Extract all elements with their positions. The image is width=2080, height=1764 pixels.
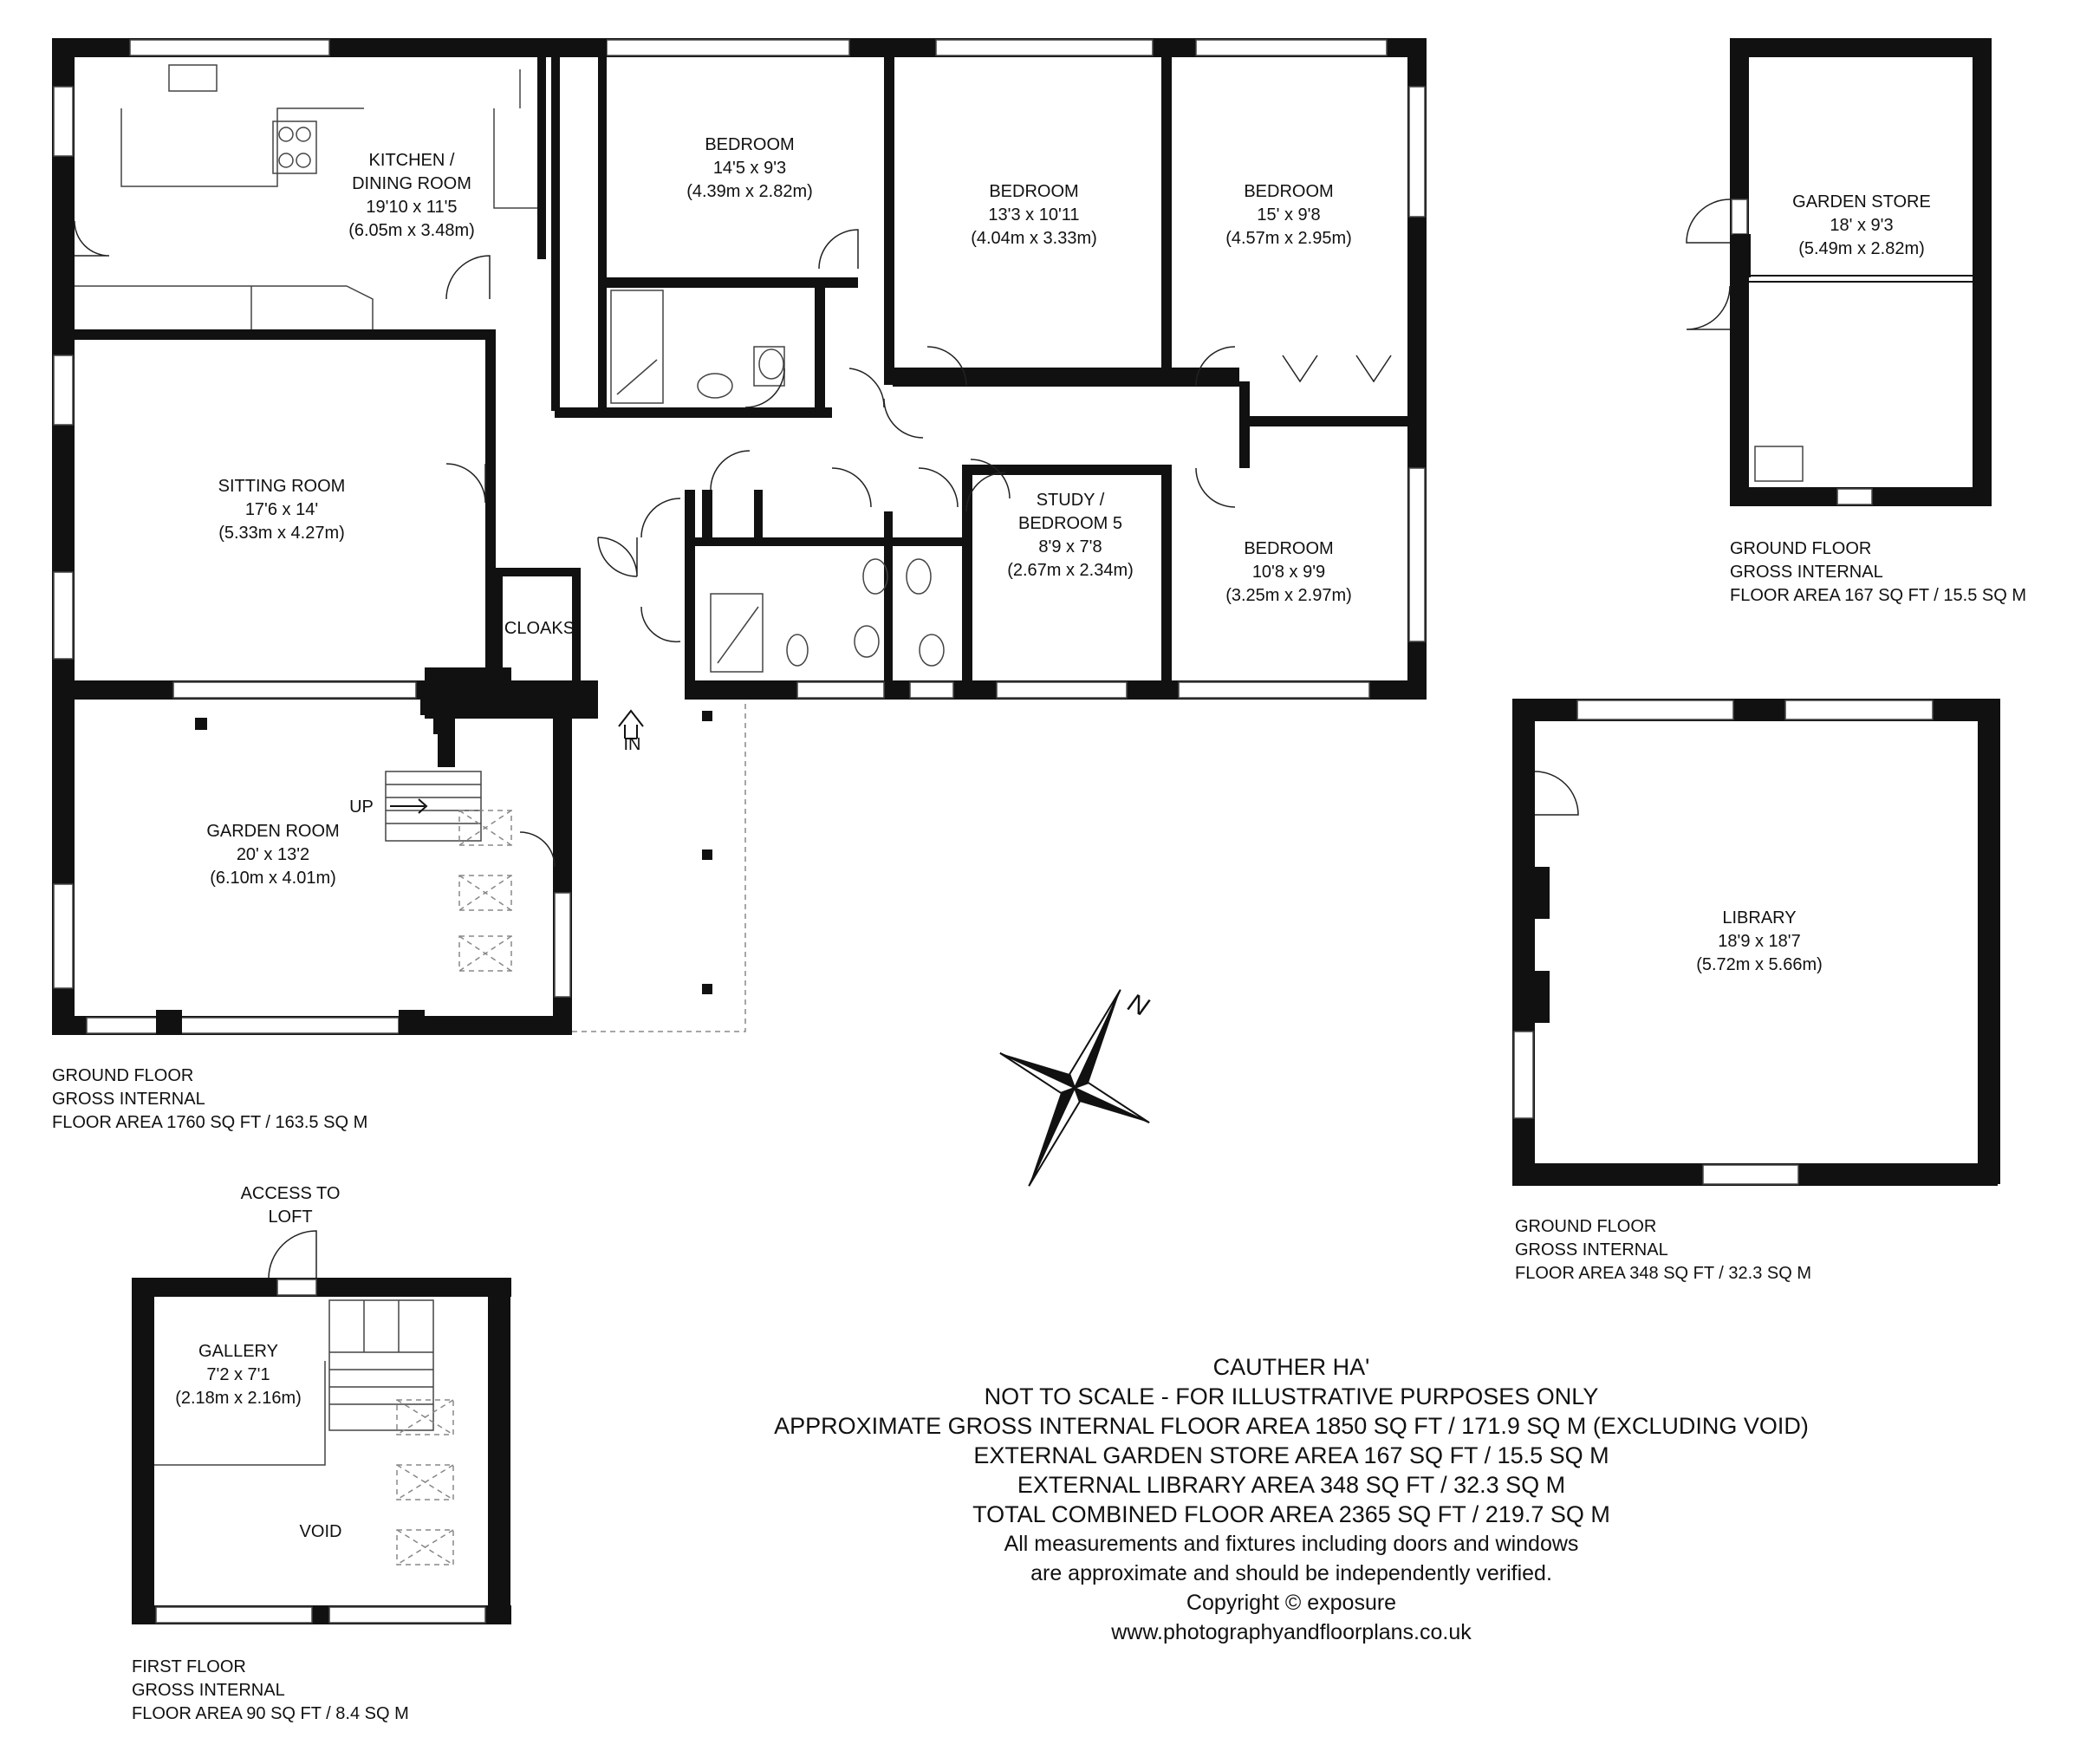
library-imperial: 18'9 x 18'7 bbox=[1718, 932, 1801, 951]
first-floor-area-caption: FIRST FLOOR GROSS INTERNAL FLOOR AREA 90… bbox=[132, 1656, 409, 1726]
library-name: LIBRARY bbox=[1722, 908, 1797, 928]
bedroom-3-label: BEDROOM 15' x 9'8 (4.57m x 2.95m) bbox=[1185, 180, 1393, 251]
bedroom-1-imperial: 14'5 x 9'3 bbox=[712, 159, 787, 178]
library-area-line-3: FLOOR AREA 348 SQ FT / 32.3 SQ M bbox=[1515, 1264, 1811, 1283]
gallery-label: GALLERY 7'2 x 7'1 (2.18m x 2.16m) bbox=[139, 1340, 338, 1410]
bedroom-3-imperial: 15' x 9'8 bbox=[1257, 205, 1321, 225]
summary-line-3: EXTERNAL GARDEN STORE AREA 167 SQ FT / 1… bbox=[973, 1442, 1609, 1468]
library-label: LIBRARY 18'9 x 18'7 (5.72m x 5.66m) bbox=[1655, 907, 1863, 977]
main-area-line-2: GROSS INTERNAL bbox=[52, 1090, 205, 1109]
bedroom-2-name: BEDROOM bbox=[989, 182, 1079, 201]
kitchen-label: KITCHEN / DINING ROOM 19'10 x 11'5 (6.05… bbox=[308, 149, 516, 243]
garden-room-features bbox=[156, 680, 746, 1034]
first-floor-area-line-3: FLOOR AREA 90 SQ FT / 8.4 SQ M bbox=[132, 1704, 409, 1723]
bedroom-1-label: BEDROOM 14'5 x 9'3 (4.39m x 2.82m) bbox=[646, 133, 854, 204]
bedroom-4-label: BEDROOM 10'8 x 9'9 (3.25m x 2.97m) bbox=[1185, 537, 1393, 608]
copyright-line: Copyright © exposure bbox=[1186, 1591, 1397, 1615]
bedroom-3-name: BEDROOM bbox=[1244, 182, 1334, 201]
summary-line-2: APPROXIMATE GROSS INTERNAL FLOOR AREA 18… bbox=[774, 1413, 1809, 1439]
garden-room-name: GARDEN ROOM bbox=[206, 822, 340, 841]
sitting-room-name: SITTING ROOM bbox=[218, 477, 346, 496]
sitting-room-imperial: 17'6 x 14' bbox=[244, 500, 319, 519]
garden-store-label: GARDEN STORE 18' x 9'3 (5.49m x 2.82m) bbox=[1758, 191, 1966, 261]
summary-line-7: are approximate and should be independen… bbox=[1030, 1561, 1552, 1585]
up-marker-text: UP bbox=[349, 797, 374, 817]
cloaks-name: CLOAKS bbox=[504, 619, 575, 638]
compass-rose bbox=[999, 989, 1150, 1187]
study-metric: (2.67m x 2.34m) bbox=[1007, 561, 1134, 580]
study-name: STUDY / bbox=[1036, 491, 1105, 510]
garden-store-imperial: 18' x 9'3 bbox=[1830, 216, 1894, 235]
garden-store-name: GARDEN STORE bbox=[1792, 192, 1931, 212]
garden-store-metric: (5.49m x 2.82m) bbox=[1798, 239, 1925, 258]
summary-block: CAUTHER HA' NOT TO SCALE - FOR ILLUSTRAT… bbox=[555, 1352, 2028, 1647]
void-name: VOID bbox=[299, 1522, 342, 1541]
first-floor-area-line-1: FIRST FLOOR bbox=[132, 1657, 246, 1676]
kitchen-fixtures bbox=[75, 64, 537, 329]
summary-line-4: EXTERNAL LIBRARY AREA 348 SQ FT / 32.3 S… bbox=[1017, 1472, 1566, 1498]
store-area-line-3: FLOOR AREA 167 SQ FT / 15.5 SQ M bbox=[1730, 586, 2026, 605]
gallery-metric: (2.18m x 2.16m) bbox=[175, 1389, 302, 1408]
loft-access-line-1: ACCESS TO bbox=[240, 1184, 341, 1203]
bedroom-2-label: BEDROOM 13'3 x 10'11 (4.04m x 3.33m) bbox=[930, 180, 1138, 251]
bedroom-2-metric: (4.04m x 3.33m) bbox=[971, 229, 1097, 248]
void-label: VOID bbox=[269, 1520, 373, 1544]
library-area-caption: GROUND FLOOR GROSS INTERNAL FLOOR AREA 3… bbox=[1515, 1215, 1811, 1286]
study-imperial: 8'9 x 7'8 bbox=[1038, 537, 1102, 557]
kitchen-name-2: DINING ROOM bbox=[352, 174, 471, 193]
gallery-imperial: 7'2 x 7'1 bbox=[206, 1365, 270, 1384]
entrance-marker: IN bbox=[617, 733, 647, 757]
property-title: CAUTHER HA' bbox=[1212, 1354, 1370, 1380]
kitchen-metric: (6.05m x 3.48m) bbox=[348, 221, 475, 240]
sitting-room-metric: (5.33m x 4.27m) bbox=[218, 524, 345, 543]
up-marker: UP bbox=[340, 796, 383, 819]
garden-room-metric: (6.10m x 4.01m) bbox=[210, 869, 336, 888]
summary-line-5: TOTAL COMBINED FLOOR AREA 2365 SQ FT / 2… bbox=[972, 1501, 1610, 1527]
entrance-arrow bbox=[618, 709, 644, 739]
entrance-marker-text: IN bbox=[623, 735, 641, 754]
first-floor-walls bbox=[132, 1230, 511, 1624]
main-area-line-1: GROUND FLOOR bbox=[52, 1066, 194, 1085]
library-area-line-2: GROSS INTERNAL bbox=[1515, 1240, 1668, 1260]
main-floor-area-caption: GROUND FLOOR GROSS INTERNAL FLOOR AREA 1… bbox=[52, 1064, 367, 1135]
bathroom-fixtures bbox=[610, 290, 945, 673]
cloaks-label: CLOAKS bbox=[494, 617, 585, 641]
garden-store-walls bbox=[1686, 38, 1992, 506]
library-metric: (5.72m x 5.66m) bbox=[1696, 955, 1823, 974]
loft-access-line-2: LOFT bbox=[268, 1207, 313, 1227]
bedroom-4-metric: (3.25m x 2.97m) bbox=[1225, 586, 1352, 605]
website-line: www.photographyandfloorplans.co.uk bbox=[1111, 1620, 1472, 1644]
first-floor-area-line-2: GROSS INTERNAL bbox=[132, 1681, 285, 1700]
gallery-name: GALLERY bbox=[198, 1342, 278, 1361]
study-label: STUDY / BEDROOM 5 8'9 x 7'8 (2.67m x 2.3… bbox=[975, 489, 1166, 583]
kitchen-imperial: 19'10 x 11'5 bbox=[366, 198, 458, 217]
sitting-room-label: SITTING ROOM 17'6 x 14' (5.33m x 4.27m) bbox=[178, 475, 386, 545]
study-name-2: BEDROOM 5 bbox=[1017, 514, 1123, 533]
kitchen-name: KITCHEN / bbox=[368, 151, 455, 170]
bedroom-2-imperial: 13'3 x 10'11 bbox=[988, 205, 1080, 225]
store-area-line-1: GROUND FLOOR bbox=[1730, 539, 1872, 558]
door-swings bbox=[74, 220, 1392, 643]
main-area-line-3: FLOOR AREA 1760 SQ FT / 163.5 SQ M bbox=[52, 1113, 368, 1132]
bedroom-3-metric: (4.57m x 2.95m) bbox=[1225, 229, 1352, 248]
garden-room-imperial: 20' x 13'2 bbox=[236, 845, 310, 864]
garden-store-area-caption: GROUND FLOOR GROSS INTERNAL FLOOR AREA 1… bbox=[1730, 537, 2026, 608]
bedroom-1-name: BEDROOM bbox=[705, 135, 795, 154]
bedroom-4-name: BEDROOM bbox=[1244, 539, 1334, 558]
store-area-line-2: GROSS INTERNAL bbox=[1730, 563, 1883, 582]
bedroom-4-imperial: 10'8 x 9'9 bbox=[1251, 563, 1326, 582]
bedroom-1-metric: (4.39m x 2.82m) bbox=[686, 182, 813, 201]
library-walls bbox=[1512, 699, 2000, 1186]
summary-line-6: All measurements and fixtures including … bbox=[1004, 1532, 1579, 1556]
library-area-line-1: GROUND FLOOR bbox=[1515, 1217, 1657, 1236]
garden-room-label: GARDEN ROOM 20' x 13'2 (6.10m x 4.01m) bbox=[169, 820, 377, 890]
summary-line-1: NOT TO SCALE - FOR ILLUSTRATIVE PURPOSES… bbox=[984, 1383, 1599, 1409]
loft-access-label: ACCESS TO LOFT bbox=[199, 1182, 381, 1229]
